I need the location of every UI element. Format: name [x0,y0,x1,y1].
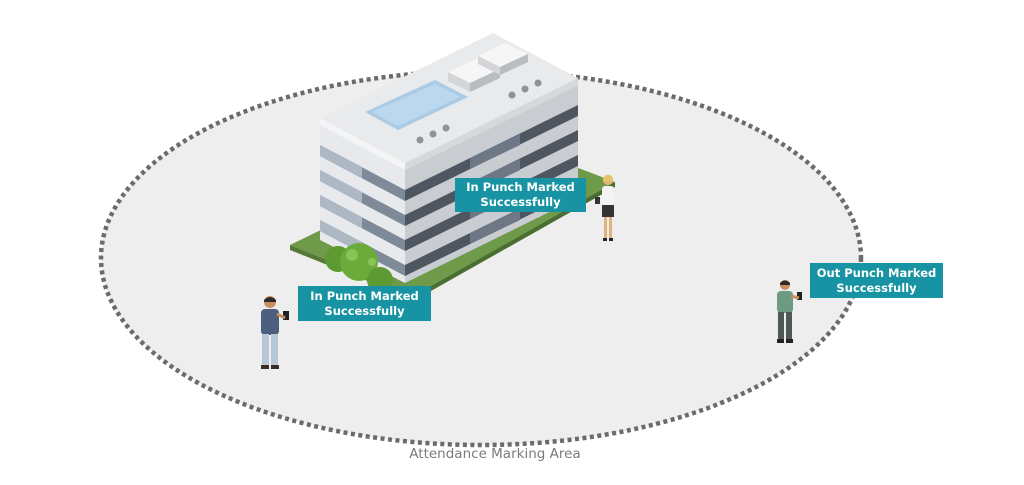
callout-line2: Successfully [480,195,561,209]
callout-line1: In Punch Marked [466,180,575,194]
person-with-phone-icon [777,280,802,343]
callout-line2: Successfully [836,280,917,295]
attendance-area-label: Attendance Marking Area [409,446,581,462]
out-punch-callout: Out Punch Marked Successfully [810,263,943,298]
person-with-phone-icon [595,174,614,241]
callout-line1: In Punch Marked [310,288,419,303]
in-punch-callout: In Punch Marked Successfully [298,286,431,321]
callout-line1: Out Punch Marked [816,265,937,280]
in-punch-callout: In Punch Marked Successfully [455,178,586,212]
callout-line2: Successfully [324,303,405,318]
person-with-phone-icon [261,296,289,369]
